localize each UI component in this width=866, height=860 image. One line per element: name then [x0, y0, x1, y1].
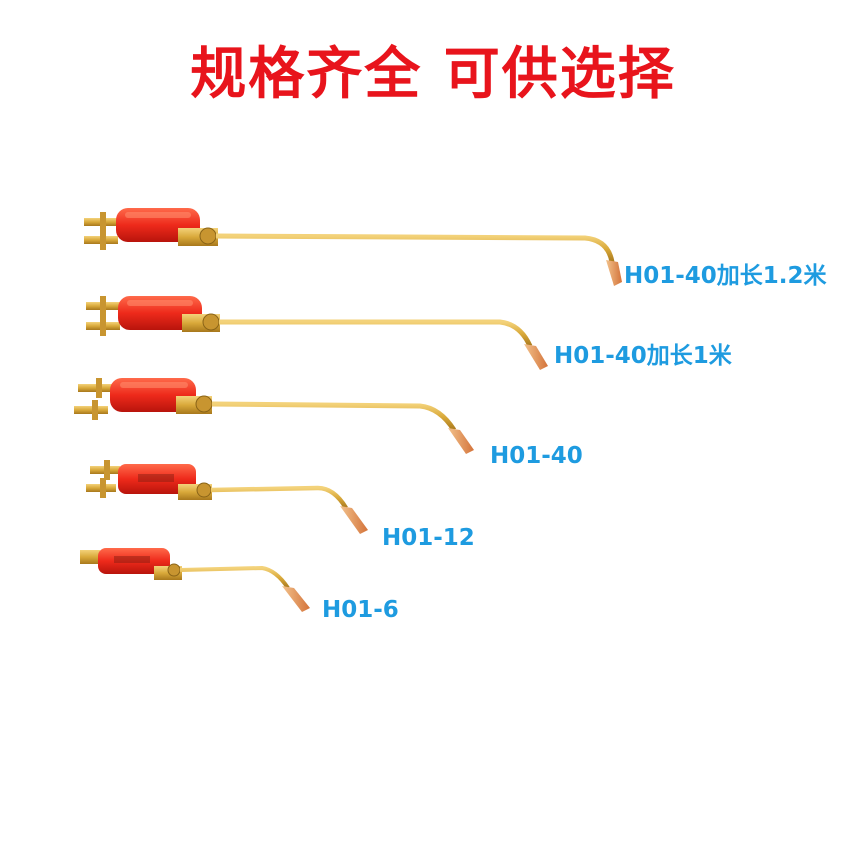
model-label-2: H01-40加长1米 — [554, 343, 732, 369]
headline: 规格齐全 可供选择 — [190, 42, 676, 107]
torch-h01-12 — [86, 460, 368, 534]
torch-h01-6 — [80, 548, 310, 612]
torch-h01-40 — [74, 378, 474, 454]
torch-h01-40-1-2m — [84, 208, 622, 286]
torch-h01-40-1m — [86, 296, 548, 370]
model-label-5: H01-6 — [322, 597, 399, 623]
model-label-3: H01-40 — [490, 443, 583, 469]
model-label-1: H01-40加长1.2米 — [624, 263, 827, 289]
model-label-4: H01-12 — [382, 525, 475, 551]
